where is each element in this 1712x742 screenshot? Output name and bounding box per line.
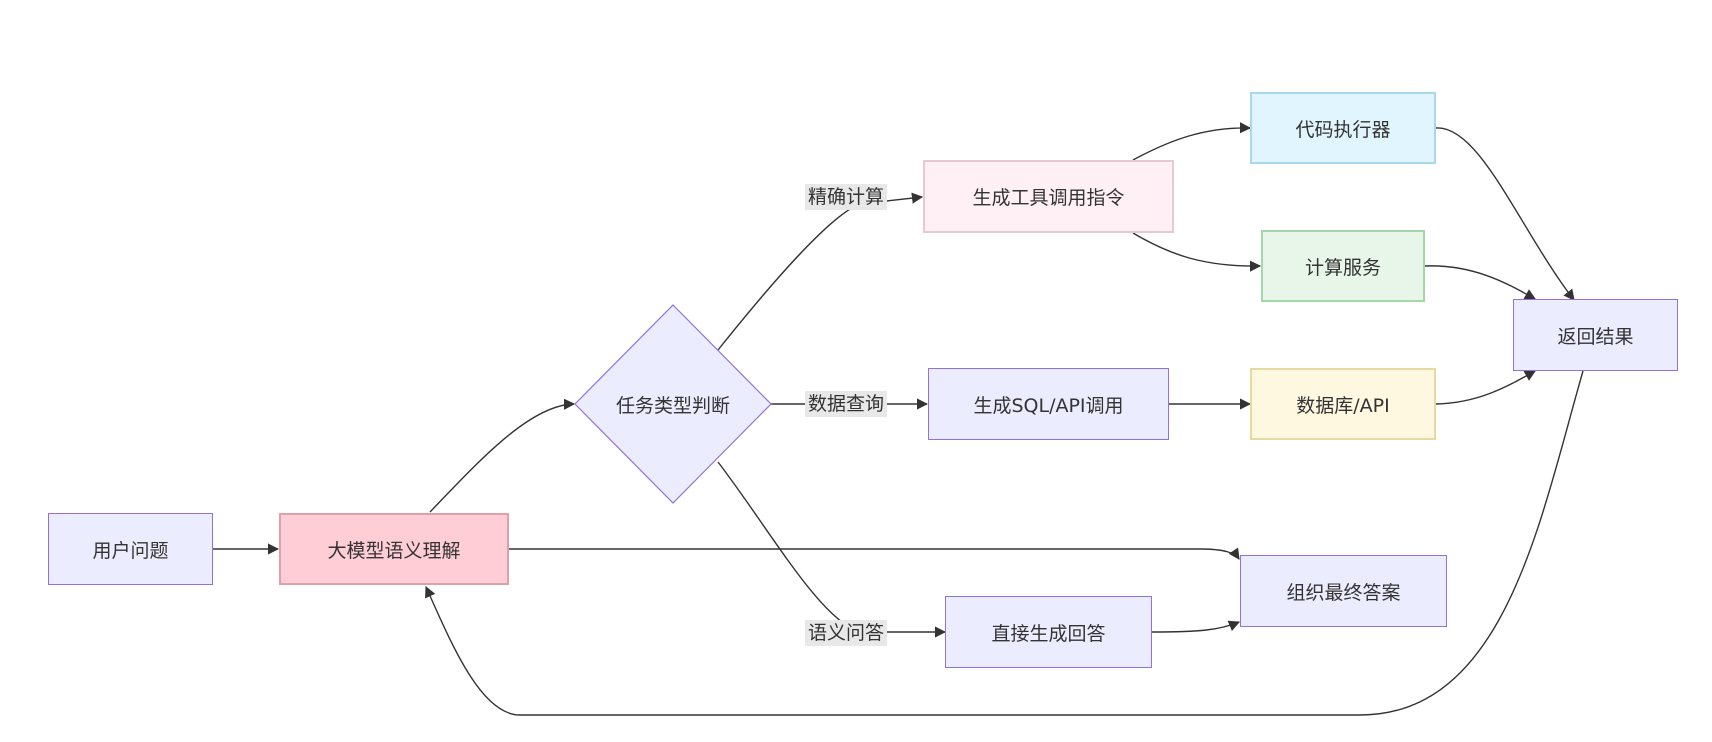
task-type-diamond <box>574 304 772 504</box>
edge-return-to-llm <box>425 370 1584 716</box>
compute-service-node: 计算服务 <box>1261 230 1425 302</box>
direct-answer-label: 直接生成回答 <box>991 622 1106 645</box>
edge-task-to-tool <box>717 192 924 351</box>
task-type-label: 任务类型判断 <box>615 395 730 417</box>
database-api-node: 数据库/API <box>1250 368 1436 440</box>
organize-answer-label: 组织最终答案 <box>1286 581 1401 604</box>
edge-tool-to-code <box>1132 122 1252 161</box>
edge-db-to-return <box>1435 370 1536 405</box>
gen-sql-api-node: 生成SQL/API调用 <box>928 368 1169 440</box>
gen-sql-api-label: 生成SQL/API调用 <box>973 394 1124 417</box>
gen-tool-cmd-label: 生成工具调用指令 <box>972 187 1125 209</box>
organize-answer-node: 组织最终答案 <box>1240 555 1447 627</box>
code-executor-node: 代码执行器 <box>1250 92 1436 164</box>
edge-compute-to-return <box>1424 265 1536 300</box>
edge-label-precise-calc: 精确计算 <box>805 184 888 210</box>
edge-code-to-return <box>1435 127 1575 301</box>
user-question-label: 用户问题 <box>92 539 169 562</box>
edge-direct-to-organize <box>1151 620 1241 633</box>
compute-service-label: 计算服务 <box>1304 256 1381 279</box>
return-result-label: 返回结果 <box>1557 325 1634 348</box>
return-result-node: 返回结果 <box>1513 299 1678 371</box>
edge-label-data-query: 数据查询 <box>805 391 888 417</box>
user-question-node: 用户问题 <box>48 513 213 585</box>
code-executor-label: 代码执行器 <box>1295 118 1391 141</box>
database-api-label: 数据库/API <box>1296 394 1390 417</box>
edge-tool-to-compute <box>1132 232 1262 272</box>
edge-task-to-direct <box>717 461 947 638</box>
llm-semantic-label: 大模型语义理解 <box>327 539 461 562</box>
edge-llm-to-task <box>429 398 576 513</box>
llm-semantic-node: 大模型语义理解 <box>279 513 509 585</box>
edge-llm-to-organize <box>509 547 1240 560</box>
edge-label-semantic-qa: 语义问答 <box>805 620 888 646</box>
gen-tool-cmd-node: 生成工具调用指令 <box>923 160 1174 233</box>
direct-answer-node: 直接生成回答 <box>945 596 1152 668</box>
